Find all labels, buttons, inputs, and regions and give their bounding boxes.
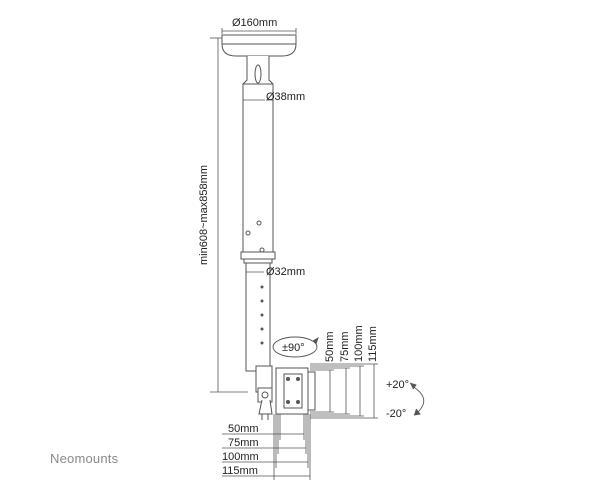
vesa-vertical-115: 115mm [367,326,379,362]
lower-tube-diameter-label: Ø32mm [266,266,305,278]
tilt-down-label: -20° [386,408,406,420]
vesa-horizontal-115: 115mm [222,465,258,477]
rotation-label: ±90° [282,342,305,354]
vesa-plate [275,367,316,415]
height-range-label: min608~max858mm [198,165,210,265]
tube-collar-lower [243,258,273,264]
vesa-vertical-dimensions [310,363,378,419]
vesa-vertical-75: 75mm [339,331,351,362]
tilt-indicator [409,382,425,416]
plate-diameter-label: Ø160mm [232,17,277,29]
vesa-horizontal-dimensions [222,414,311,480]
vesa-horizontal-75: 75mm [228,437,259,449]
lower-tube [245,262,271,372]
vesa-vertical-100: 100mm [353,325,365,362]
brand-logo-text: Neomounts [50,451,119,466]
vesa-horizontal-100: 100mm [222,451,259,463]
tilt-bracket [255,365,273,420]
height-dimension [210,37,248,393]
rotation-indicator [272,336,319,358]
vesa-horizontal-50: 50mm [228,423,259,435]
upper-tube [242,56,274,253]
upper-tube-diameter-label: Ø38mm [266,91,305,103]
plate-diameter-dimension [221,28,297,34]
tube-collar [240,251,276,260]
ceiling-plate [221,34,297,57]
vesa-vertical-50: 50mm [324,331,336,362]
tilt-up-label: +20° [386,379,409,391]
